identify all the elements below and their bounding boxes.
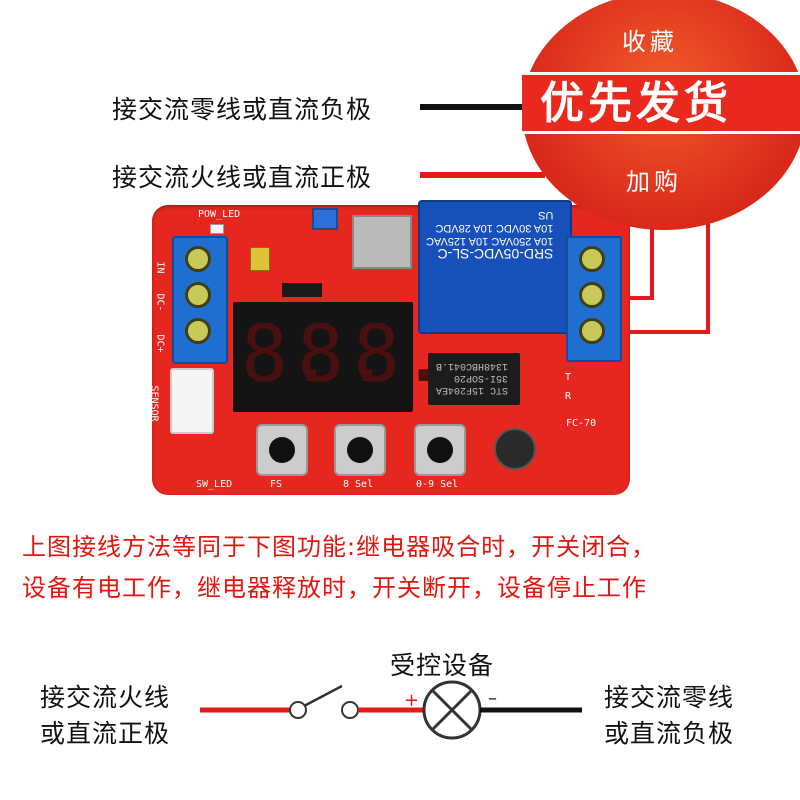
electrolytic-capacitor: [494, 428, 536, 470]
sw-led-label: SW_LED: [196, 479, 233, 490]
schematic-left-line-2: 或直流正极: [40, 719, 171, 748]
fs-label: FS: [270, 479, 283, 490]
model-label: FC-70: [566, 418, 597, 429]
live-wire-label: 接交流火线或直流正极: [112, 163, 373, 192]
sensor-label: SENSOR: [148, 385, 160, 422]
live-wire: [420, 172, 545, 178]
usb-port: [352, 215, 412, 269]
badge-top-text: 收藏: [622, 28, 678, 56]
relay-spec-2: 10A 30VDC 10A 28VDC: [435, 222, 554, 234]
schematic-right-line-2: 或直流负极: [604, 719, 735, 748]
badge-main-text: 优先发货: [540, 78, 732, 129]
8-sel-button[interactable]: [336, 426, 384, 474]
pow-led: [210, 224, 224, 234]
seven-segment-display: 8. 8. 8.: [233, 302, 447, 412]
relay-text: SRD-05VDC-SL-C 10A 250VAC 10A 125VAC 10A…: [426, 208, 554, 262]
left-screw-2[interactable]: [185, 282, 211, 308]
chip-line-1: STC 15F204EA: [436, 384, 509, 395]
sensor-header: [170, 368, 214, 434]
relay-model: SRD-05VDC-SL-C: [437, 246, 554, 262]
0-9-sel-label: 0-9 Sel: [416, 479, 459, 490]
left-screw-1[interactable]: [185, 246, 211, 272]
microcontroller-chip: STC 15F204EA 35I-SOP20 1348HBC041.B: [428, 353, 520, 405]
badge-band: 优先发货: [522, 72, 800, 134]
relay-spec-1: 10A 250VAC 10A 125VAC: [426, 235, 554, 247]
t-label: T: [565, 372, 572, 383]
switch-contact-left: [289, 701, 307, 719]
right-screw-2[interactable]: [579, 282, 605, 308]
dc-plus-label: DC+: [154, 334, 166, 353]
capacitor-yellow: [250, 247, 270, 271]
0-9-sel-button[interactable]: [416, 426, 464, 474]
schematic-right-line-1: 接交流零线: [604, 683, 735, 712]
fs-button[interactable]: [258, 426, 306, 474]
left-screw-3[interactable]: [185, 318, 211, 344]
promo-badge[interactable]: 收藏 优先发货 加购: [522, 0, 800, 230]
neutral-wire-label: 接交流零线或直流负极: [112, 95, 373, 124]
display-digit-3: 8.: [353, 310, 447, 400]
display-digit-2: 8.: [297, 310, 391, 400]
switch-blade: [303, 684, 343, 708]
chip-line-2: 35I-SOP20: [454, 372, 509, 383]
chip-text: STC 15F204EA 35I-SOP20 1348HBC041.B: [436, 359, 508, 395]
explanation-line-2: 设备有电工作，继电器释放时，开关断开，设备停止工作: [22, 574, 647, 602]
dc-minus-label: DC-: [154, 293, 166, 312]
switch-contact-right: [341, 701, 359, 719]
minus-sign: –: [488, 688, 497, 709]
relay-us: US: [538, 209, 554, 221]
neutral-wire-drop: [706, 200, 710, 333]
right-screw-1[interactable]: [579, 246, 605, 272]
potentiometer: [312, 208, 338, 230]
pow-led-label: POW_LED: [198, 209, 241, 220]
r-label: R: [565, 391, 572, 402]
schematic-left-line-1: 接交流火线: [40, 683, 171, 712]
neutral-wire: [420, 104, 540, 110]
live-wire-drop: [650, 200, 654, 300]
8-sel-label: 8 Sel: [343, 479, 374, 490]
plus-sign: +: [404, 690, 419, 711]
display-digit-1: 8.: [241, 310, 335, 400]
explanation-line-1: 上图接线方法等同于下图功能:继电器吸合时，开关闭合，: [22, 533, 657, 561]
diode: [282, 283, 322, 297]
right-screw-3[interactable]: [579, 318, 605, 344]
in-label: IN: [154, 261, 166, 274]
neutral-wire-hook: [614, 330, 710, 334]
relay: SRD-05VDC-SL-C 10A 250VAC 10A 125VAC 10A…: [418, 200, 572, 334]
badge-bottom-text: 加购: [626, 168, 682, 196]
circuit-diagram: + –: [200, 680, 582, 740]
schematic-device-label: 受控设备: [390, 651, 495, 680]
chip-line-3: 1348HBC041.B: [436, 360, 509, 371]
live-wire-hook: [614, 296, 654, 300]
